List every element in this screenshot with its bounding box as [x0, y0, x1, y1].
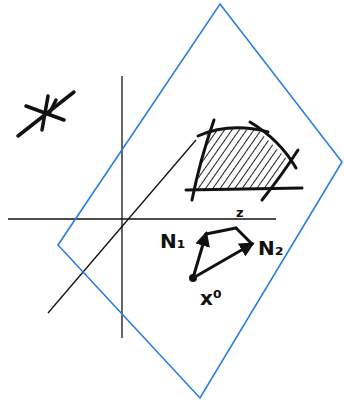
region-boundaries	[186, 120, 302, 200]
point-label: z	[236, 206, 244, 219]
plane	[58, 4, 342, 398]
x-axis	[8, 218, 276, 219]
z-axis	[121, 76, 122, 338]
hatched-region	[196, 128, 288, 190]
point-label: x⁰	[200, 288, 222, 308]
vector-label: N₂	[258, 238, 284, 258]
crossed-star	[18, 92, 74, 136]
vector-label: N₁	[160, 231, 186, 251]
vectors	[193, 228, 252, 278]
